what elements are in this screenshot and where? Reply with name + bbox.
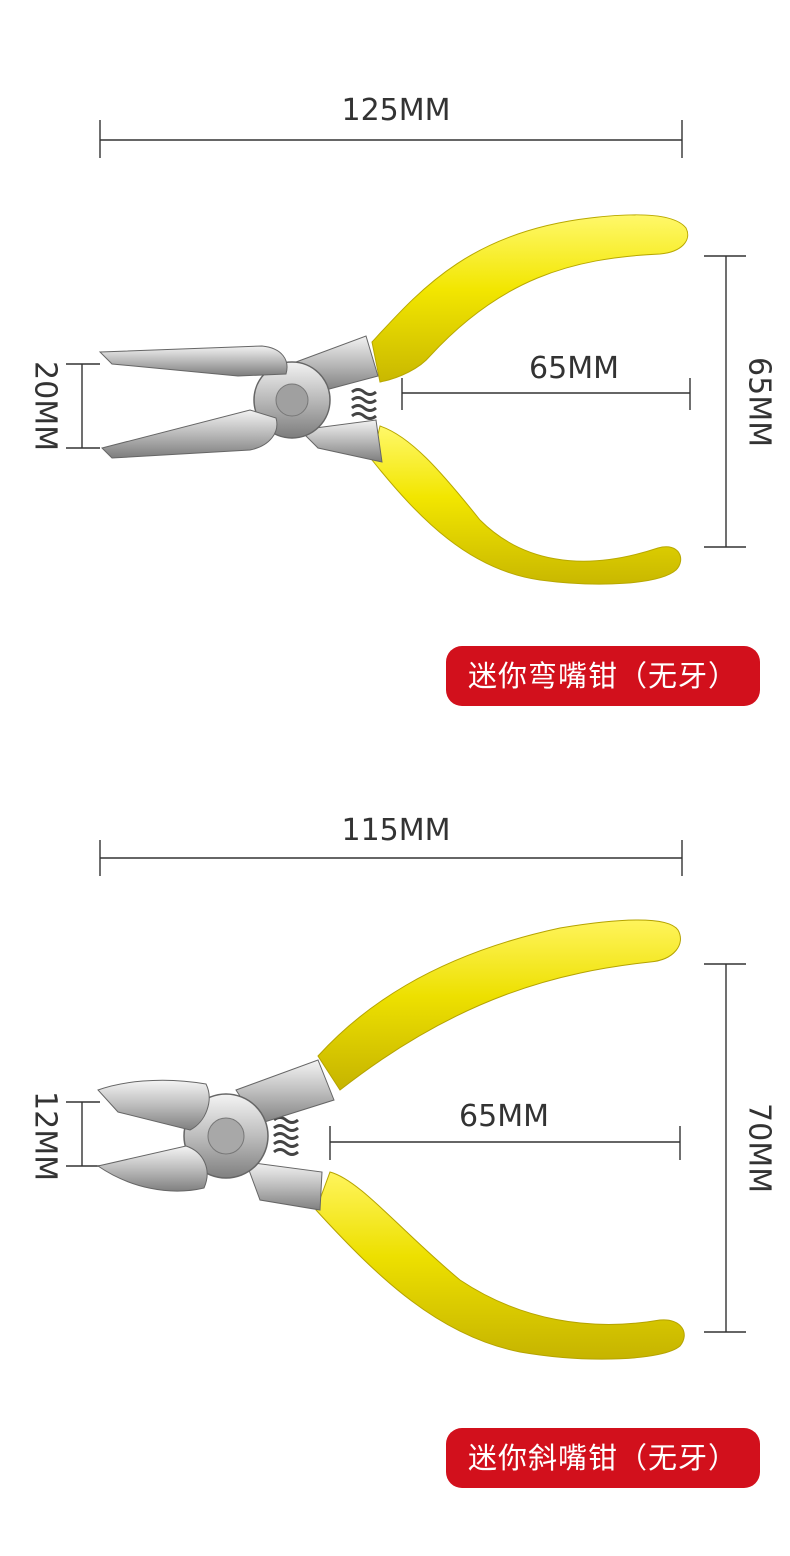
handle-dimension: 65MM	[401, 351, 691, 410]
jaw-dimension: 20MM	[28, 361, 100, 451]
diagonal-pliers-icon	[96, 919, 685, 1360]
pliers-illustration: 125MM 20MM 65MM 65MM	[28, 93, 777, 585]
pliers-illustration: 115MM 12MM 65MM 70MM	[28, 813, 777, 1360]
product-panel-diagonal-pliers: 115MM 12MM 65MM 70MM	[0, 760, 790, 1556]
product-name-badge: 迷你弯嘴钳（无牙）	[446, 646, 760, 706]
jaw-label: 12MM	[28, 1091, 63, 1181]
width-dimension: 125MM	[99, 93, 683, 158]
height-dimension: 70MM	[704, 963, 777, 1333]
handle-dimension: 65MM	[329, 1099, 681, 1160]
handle-label: 65MM	[529, 351, 619, 386]
jaw-dimension: 12MM	[28, 1091, 100, 1181]
handle-label: 65MM	[459, 1099, 549, 1134]
height-label: 65MM	[742, 357, 777, 447]
height-label: 70MM	[742, 1103, 777, 1193]
product-name-badge: 迷你斜嘴钳（无牙）	[446, 1428, 760, 1488]
width-dimension: 115MM	[99, 813, 683, 876]
width-label: 115MM	[341, 813, 450, 848]
width-label: 125MM	[341, 93, 450, 128]
product-panel-bent-nose-pliers: 125MM 20MM 65MM 65MM	[0, 0, 790, 760]
bent-nose-pliers-icon	[98, 214, 689, 585]
height-dimension: 65MM	[704, 255, 777, 548]
jaw-label: 20MM	[28, 361, 63, 451]
